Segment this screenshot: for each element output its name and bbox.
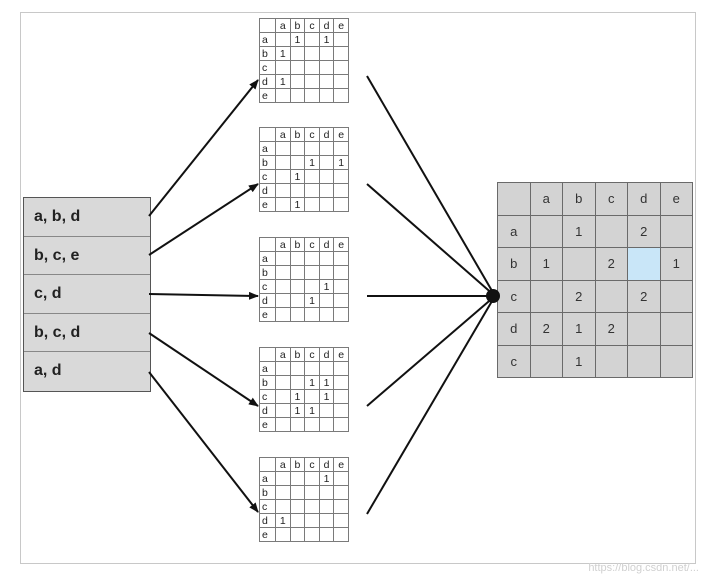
- result-cell: [659, 279, 693, 313]
- result-cell: 1: [562, 344, 596, 378]
- matrix-row-header: d: [259, 513, 276, 528]
- transaction-row: c, d: [24, 275, 150, 314]
- transaction-to-matrix-arrow: [148, 371, 259, 513]
- result-cell: [529, 344, 563, 378]
- transaction-to-matrix-arrow: [148, 79, 259, 217]
- matrix-to-result-arrow: [366, 183, 496, 297]
- result-cell: [627, 312, 661, 346]
- matrix-row-header: e: [259, 307, 276, 322]
- transaction-to-matrix-arrow: [148, 332, 259, 407]
- result-cell: [659, 344, 693, 378]
- result-cell: 2: [594, 312, 628, 346]
- matrix-to-result-arrow: [366, 295, 496, 515]
- matrix-cell: [333, 417, 349, 432]
- figure-frame: [20, 12, 696, 564]
- convergence-point: [486, 289, 500, 303]
- transaction-row: a, d: [34, 362, 62, 380]
- matrix-row-header: e: [259, 88, 276, 103]
- matrix-cell: [333, 307, 349, 322]
- result-row-header: c: [497, 344, 531, 378]
- watermark: https://blog.csdn.net/...: [588, 562, 699, 574]
- matrix-row-header: e: [259, 417, 276, 432]
- matrix-to-result-arrow: [366, 75, 496, 297]
- result-row-header: b: [497, 247, 531, 281]
- result-column-header: c: [594, 182, 628, 216]
- transaction-to-matrix-arrow: [148, 183, 259, 256]
- result-cell: [529, 214, 563, 248]
- matrix-cell: [333, 88, 349, 103]
- result-cell: [659, 214, 693, 248]
- result-cell: 1: [659, 247, 693, 281]
- result-cell: [627, 247, 661, 281]
- result-cell: 1: [562, 312, 596, 346]
- result-cell: [627, 344, 661, 378]
- transaction-list: a, b, d b, c, e c, d b, c, d a, d: [23, 197, 151, 392]
- matrix-cell: 1: [289, 197, 306, 212]
- matrix-row-header: e: [259, 527, 276, 542]
- transaction-to-matrix-arrow: [148, 291, 259, 300]
- matrix-column-header: e: [333, 457, 349, 472]
- result-cell: 2: [594, 247, 628, 281]
- transaction-row: a, b, d: [24, 198, 150, 237]
- matrix-row-header: d: [259, 183, 276, 198]
- matrix-to-result-arrow: [366, 295, 496, 407]
- result-row-header: c: [497, 279, 531, 313]
- matrix-row-header: b: [259, 46, 276, 61]
- result-column-header: e: [659, 182, 693, 216]
- matrix-cell: [333, 197, 349, 212]
- matrix-cell: [333, 527, 349, 542]
- matrix-row-header: e: [259, 197, 276, 212]
- transaction-row: b, c, d: [24, 314, 150, 353]
- transaction-row: b, c, e: [24, 237, 150, 276]
- matrix-row-header: c: [259, 169, 276, 184]
- result-column-header: d: [627, 182, 661, 216]
- result-cell: 2: [627, 214, 661, 248]
